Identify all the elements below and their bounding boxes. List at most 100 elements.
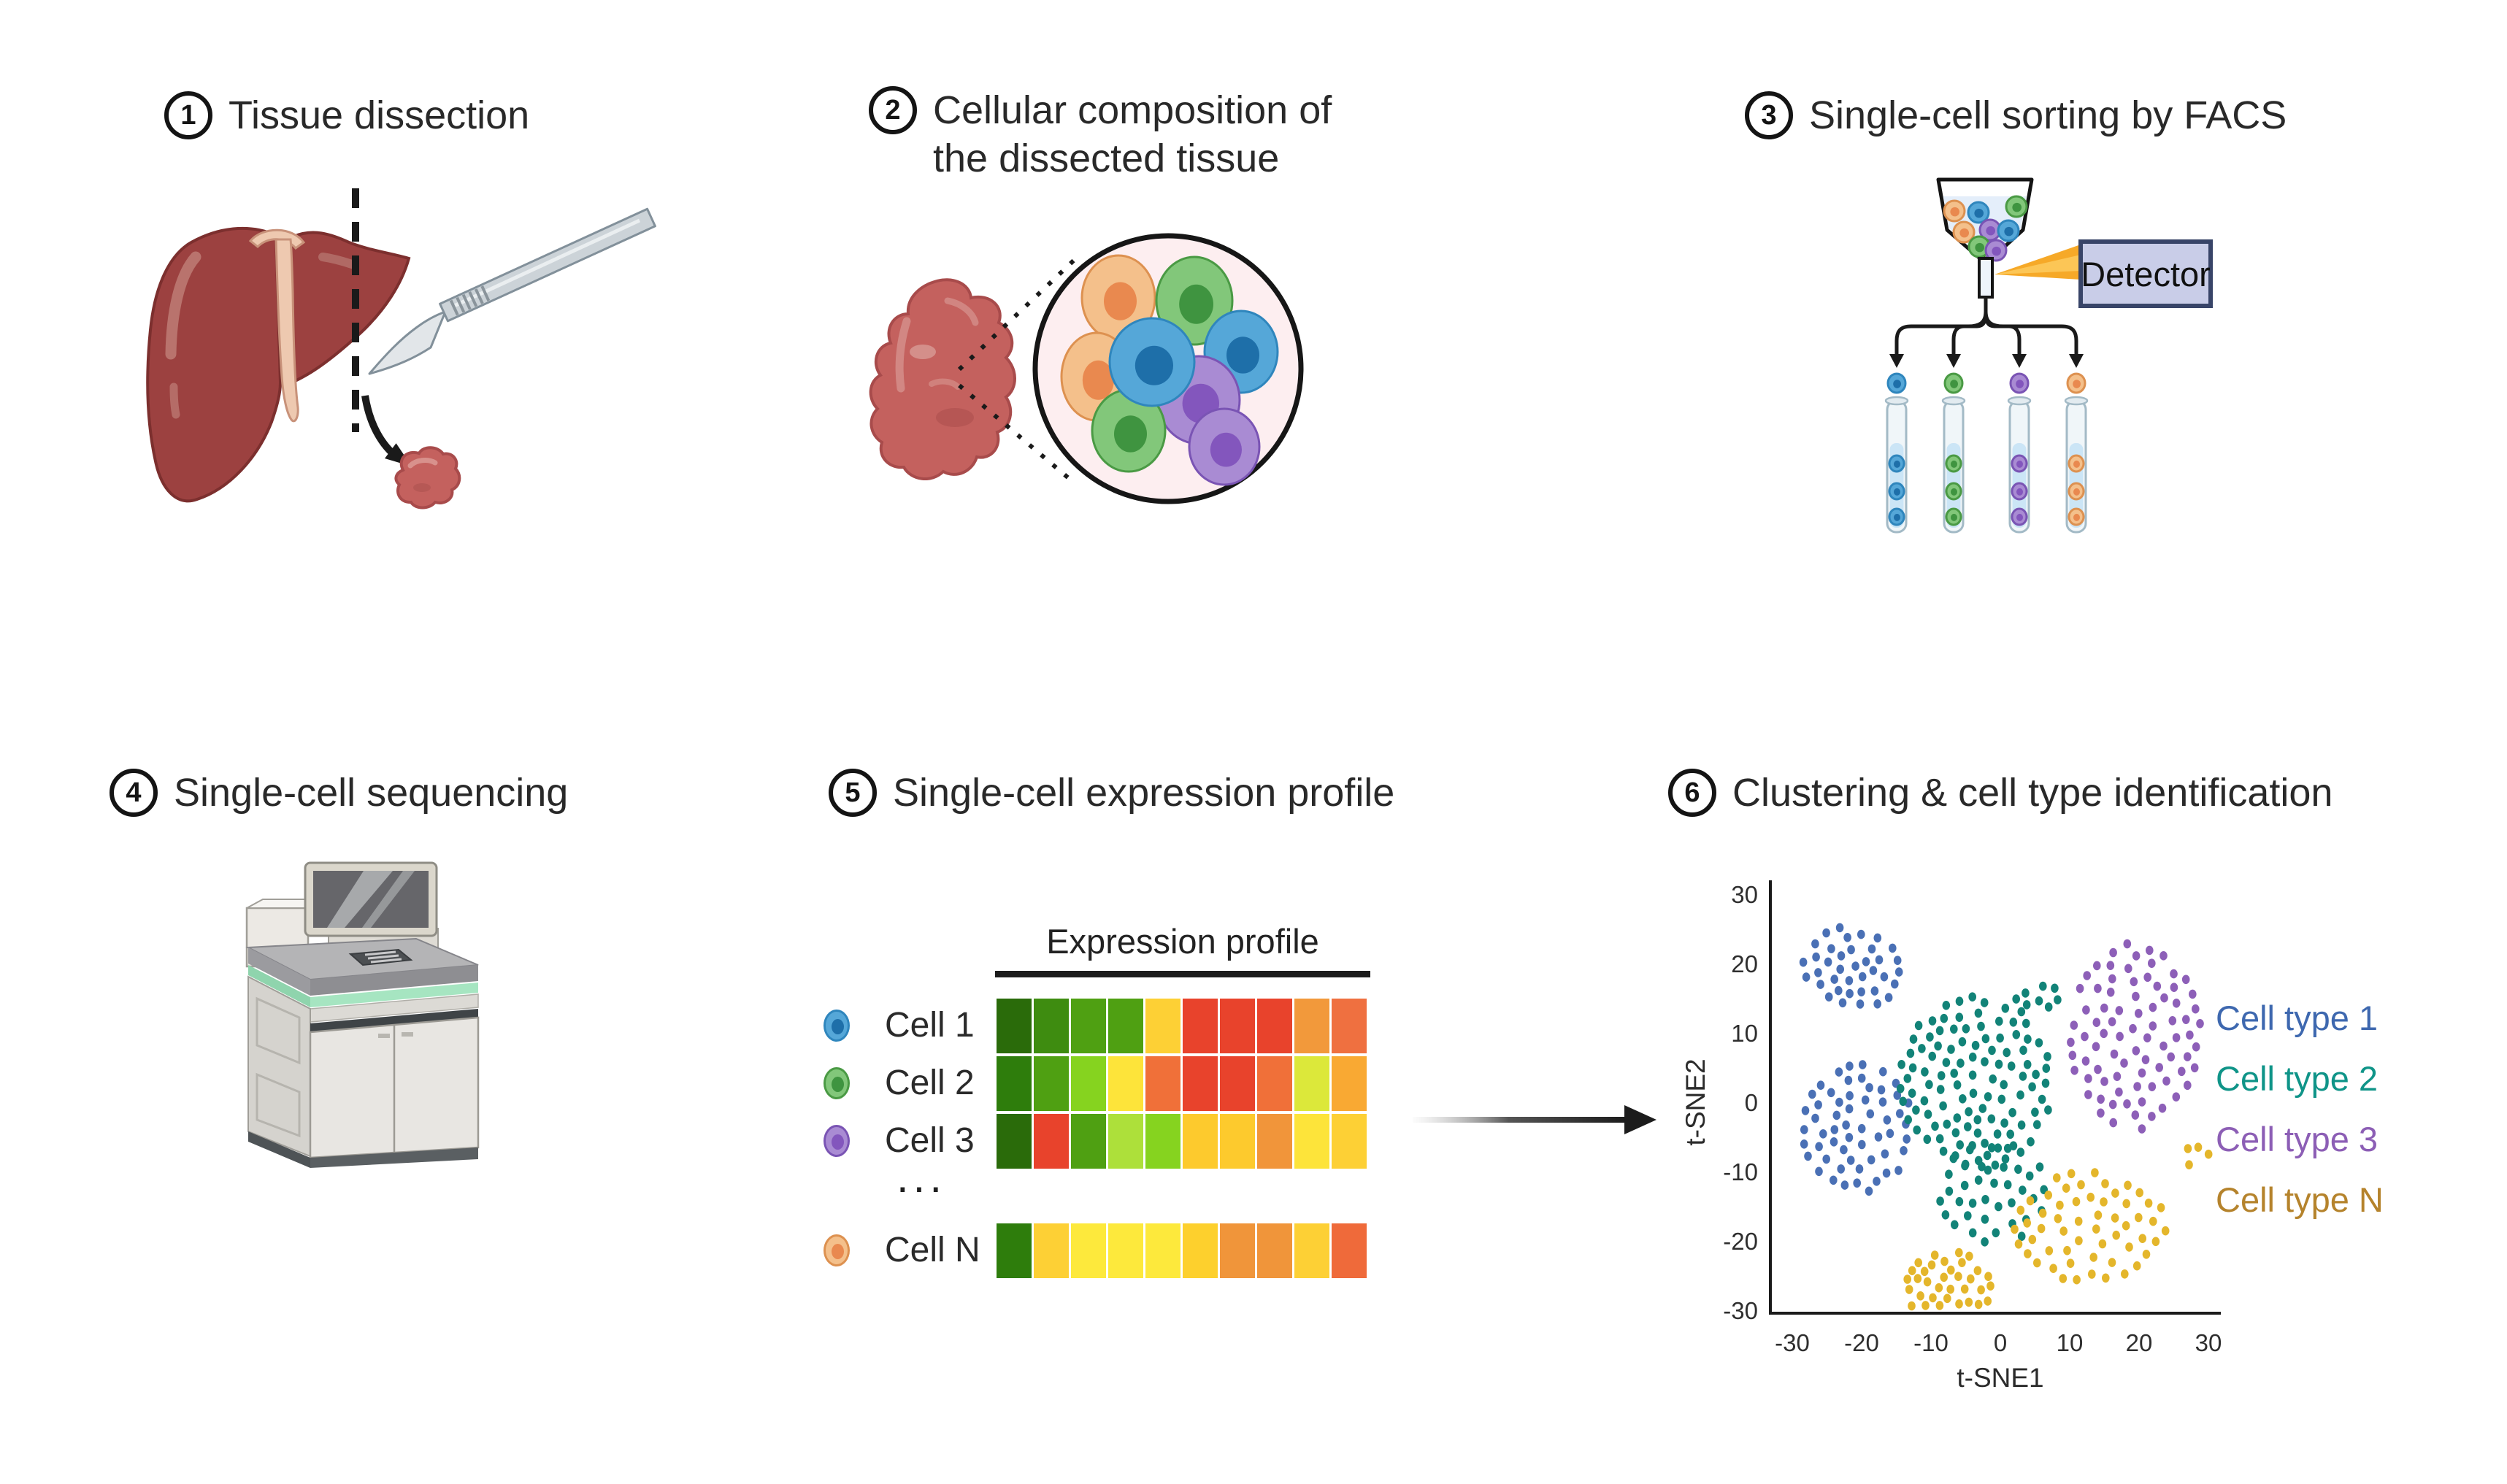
data-point <box>1832 1110 1841 1120</box>
data-point <box>1986 1281 1995 1291</box>
data-point <box>1873 1177 1881 1186</box>
step-3-title-line: Single-cell sorting by FACS <box>1809 93 2287 137</box>
heatmap-cell <box>1034 999 1069 1053</box>
data-point <box>1977 1021 1985 1031</box>
data-point <box>2116 1031 2124 1042</box>
step-5-header: 5 Single-cell expression profile <box>829 769 1394 817</box>
data-point <box>1838 998 1847 1008</box>
liver-highlight <box>318 253 356 269</box>
data-point <box>1923 1134 1932 1145</box>
data-point <box>2138 1068 2146 1078</box>
liver-highlight <box>165 251 201 360</box>
data-point <box>2093 961 2101 971</box>
data-point <box>2170 983 2178 992</box>
step-4-title-line: Single-cell sequencing <box>174 771 569 815</box>
step-4-number: 4 <box>110 769 158 817</box>
green-cell-icon <box>1091 388 1167 473</box>
heatmap-cell <box>1071 1114 1106 1169</box>
data-point <box>1886 1129 1894 1139</box>
data-point <box>1894 1166 1903 1175</box>
data-point <box>2001 1004 2010 1013</box>
purple-cell-icon <box>1188 407 1261 486</box>
heatmap-cell <box>1257 1223 1292 1278</box>
data-point <box>2044 1105 2052 1115</box>
data-point <box>1997 1094 2006 1104</box>
data-point <box>1909 1034 1918 1044</box>
arrowhead <box>1889 354 1904 368</box>
liver-falciform-ligament-tail <box>274 238 299 423</box>
data-point <box>2009 1018 2018 1027</box>
data-point <box>1861 1095 1870 1105</box>
data-point <box>2008 1107 2016 1118</box>
machine-base <box>310 1147 478 1168</box>
data-point <box>2130 977 2138 987</box>
data-point <box>1955 1299 1963 1309</box>
data-point <box>1927 1260 1936 1270</box>
data-point <box>1950 1024 1958 1034</box>
sample-slot <box>348 948 413 966</box>
data-point <box>2007 1061 2016 1071</box>
test-tube <box>1941 396 1966 534</box>
data-point <box>1845 976 1854 985</box>
data-point <box>2044 1191 2052 1200</box>
data-point <box>1940 1256 1949 1266</box>
heatmap-cell <box>1145 1114 1180 1169</box>
data-point <box>2066 1258 2075 1268</box>
data-point <box>1928 1016 1937 1026</box>
heatmap-cell <box>1183 1056 1218 1111</box>
heatmap-cell <box>1332 1223 1367 1278</box>
data-point <box>2100 1029 2108 1039</box>
scalpel-handle-highlight <box>451 218 641 309</box>
data-point <box>1908 1301 1916 1311</box>
data-point <box>1951 1220 1959 1230</box>
data-point <box>2132 951 2141 961</box>
data-point <box>1875 955 1884 965</box>
data-point <box>2070 1020 2078 1030</box>
data-point <box>2053 1173 2061 1183</box>
data-point <box>2148 1112 2156 1121</box>
data-point <box>1965 1251 1973 1261</box>
step-6-number: 6 <box>1668 769 1716 817</box>
heatmap-cell <box>1183 1223 1218 1278</box>
data-point <box>1905 1285 1913 1294</box>
heatmap-cell <box>1294 1223 1329 1278</box>
data-point <box>2194 1142 2203 1152</box>
data-point <box>2157 1203 2165 1212</box>
data-point <box>1936 1085 1945 1094</box>
data-point <box>1908 1063 1917 1073</box>
data-point <box>1869 966 1878 975</box>
data-point <box>2022 988 2030 998</box>
data-point <box>1953 1113 1962 1123</box>
data-point <box>1903 1134 1911 1144</box>
magnifier-dotted-line <box>958 383 1076 485</box>
data-point <box>1984 1165 1992 1175</box>
data-point <box>1955 1196 1964 1207</box>
expression-profile-title: Expression profile <box>1046 922 1319 961</box>
data-point <box>2159 1041 2168 1051</box>
data-point <box>1935 1134 1944 1144</box>
blue-cell-icon <box>1888 454 1905 473</box>
data-point <box>1899 1096 1907 1107</box>
scalpel-blade <box>368 310 447 375</box>
data-point <box>1946 1284 1954 1294</box>
data-point <box>1926 1032 1934 1042</box>
data-point <box>2000 1162 2008 1172</box>
data-point <box>1830 974 1838 984</box>
data-point <box>2143 972 2151 983</box>
cell-type-n-cluster-a <box>1903 1247 1995 1311</box>
data-point <box>1837 951 1846 961</box>
green-cell-icon <box>2005 195 2028 218</box>
data-point <box>1945 1186 1954 1196</box>
data-point <box>2125 1242 2133 1252</box>
cellular-composition-illustration <box>869 233 1304 504</box>
data-point <box>1894 967 1903 977</box>
heatmap-cell <box>1294 999 1329 1053</box>
data-point <box>1995 1016 2003 1026</box>
data-point <box>1947 1045 1955 1054</box>
data-point <box>1984 1272 1992 1281</box>
data-point <box>2012 994 2020 1004</box>
heatmap-cell <box>1034 1114 1069 1169</box>
monitor <box>304 861 438 937</box>
data-point <box>1830 1175 1838 1185</box>
data-point <box>1851 961 1859 971</box>
